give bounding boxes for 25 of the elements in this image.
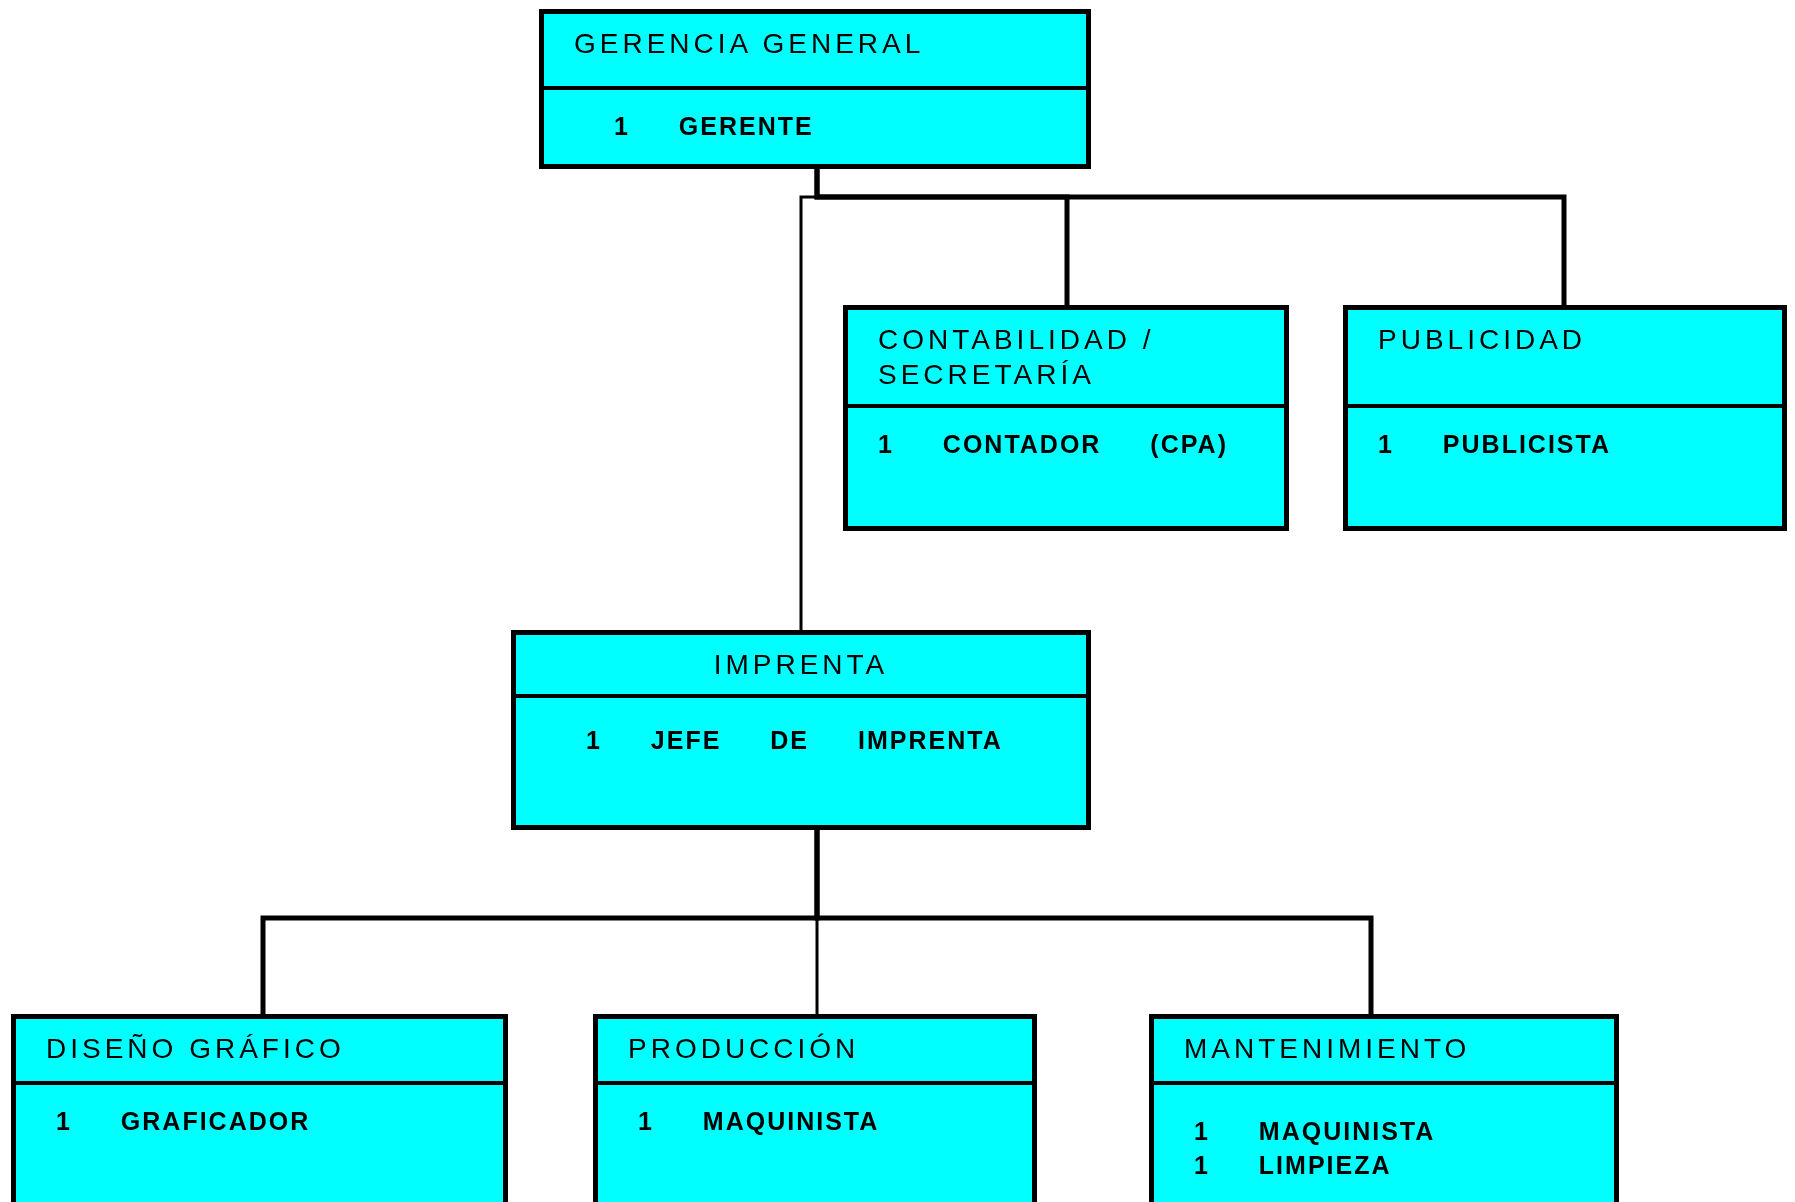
department-box [11, 1014, 508, 1202]
department-box [1149, 1014, 1619, 1202]
staff-entry: 1 CONTADOR (CPA) [877, 429, 1229, 460]
department-title: CONTABILIDAD / SECRETARÍA [848, 310, 1284, 408]
staff-entry: 1 GRAFICADOR [55, 1106, 312, 1137]
staff-entry: 1 MAQUINISTA [1193, 1116, 1437, 1147]
department-title: PUBLICIDAD [1348, 310, 1782, 408]
staff-entry: 1 LIMPIEZA [1193, 1149, 1393, 1181]
department-box [511, 630, 1091, 830]
department-title: PRODUCCIÓN [598, 1019, 1032, 1085]
department-box [1343, 305, 1787, 531]
connector-line [799, 169, 819, 630]
department-box [539, 9, 1091, 169]
connector-line [814, 169, 1567, 305]
department-title: DISEÑO GRÁFICO [16, 1019, 503, 1085]
department-title: GERENCIA GENERAL [544, 14, 1086, 90]
staff-entry: 1 MAQUINISTA [637, 1106, 881, 1137]
staff-entry: 1 GERENTE [613, 111, 815, 142]
department-box [843, 305, 1289, 531]
department-title: IMPRENTA [516, 635, 1086, 698]
staff-entry: 1 JEFE DE IMPRENTA [585, 725, 1004, 756]
department-box [593, 1014, 1037, 1202]
department-title: MANTENIMIENTO [1154, 1019, 1614, 1085]
staff-entry: 1 PUBLICISTA [1377, 429, 1612, 460]
connector-line [814, 830, 1374, 1014]
